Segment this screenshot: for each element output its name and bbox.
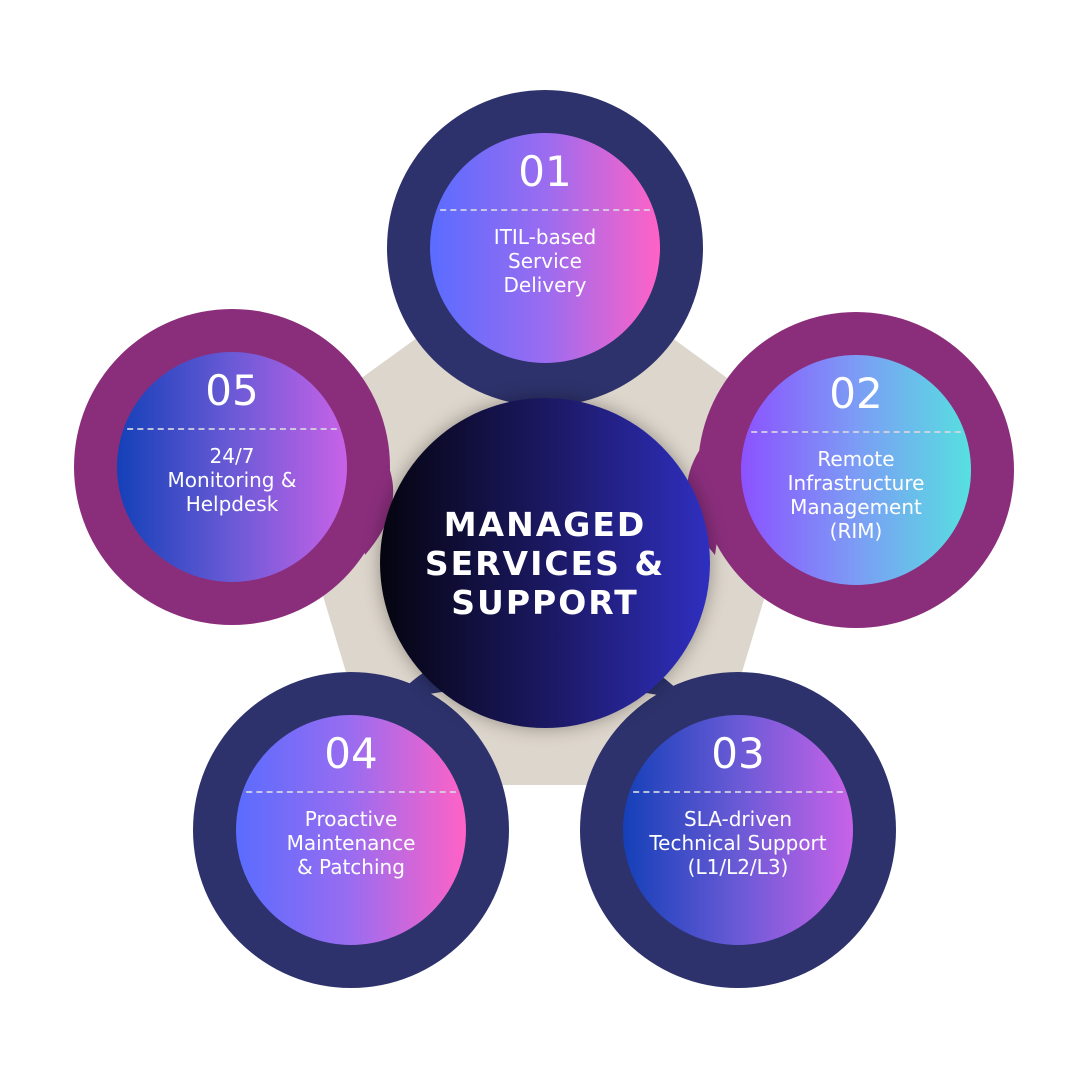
node-number: 01 (518, 147, 572, 196)
dashed-divider (741, 431, 971, 433)
node-number: 04 (324, 729, 378, 778)
dashed-divider (623, 791, 853, 793)
node-label: Remote Infrastructure Management (RIM) (787, 447, 925, 543)
node-01: 01 ITIL-based Service Delivery (430, 133, 660, 363)
dashed-divider (430, 209, 660, 211)
node-03: 03 SLA-driven Technical Support (L1/L2/L… (623, 715, 853, 945)
node-number: 02 (829, 369, 883, 418)
node-04: 04 Proactive Maintenance & Patching (236, 715, 466, 945)
center-title: MANAGED SERVICES & SUPPORT (424, 504, 666, 622)
node-number: 03 (711, 729, 765, 778)
node-label: 24/7 Monitoring & Helpdesk (167, 444, 297, 516)
center-hub: MANAGED SERVICES & SUPPORT (380, 398, 710, 728)
node-05: 05 24/7 Monitoring & Helpdesk (117, 352, 347, 582)
node-label: SLA-driven Technical Support (L1/L2/L3) (649, 807, 827, 879)
node-number: 05 (205, 366, 259, 415)
node-label: ITIL-based Service Delivery (493, 225, 597, 297)
node-02: 02 Remote Infrastructure Management (RIM… (741, 355, 971, 585)
dashed-divider (117, 428, 347, 430)
node-label: Proactive Maintenance & Patching (286, 807, 416, 879)
dashed-divider (236, 791, 466, 793)
